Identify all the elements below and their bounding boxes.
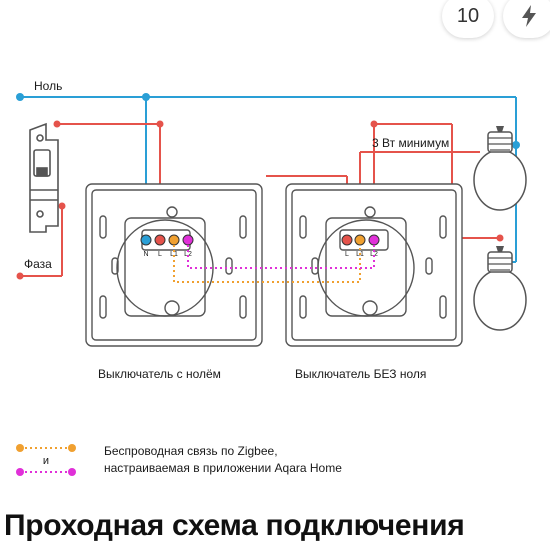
- legend-line-1: Беспроводная связь по Zigbee,: [104, 444, 278, 458]
- min-power-label: 3 Вт минимум: [372, 136, 449, 150]
- legend-line-2: настраиваемая в приложении Aqara Home: [104, 461, 342, 475]
- lamp-bottom-icon: [473, 246, 527, 331]
- count-button[interactable]: 10: [442, 0, 494, 38]
- flash-button[interactable]: [503, 0, 550, 38]
- switch1-terminal-l: L: [158, 251, 162, 258]
- neutral-label: Ноль: [34, 79, 62, 93]
- page-title: Проходная схема подключения: [4, 509, 465, 542]
- switch1-terminals: N L L1 L2: [140, 234, 194, 258]
- switch1-terminal-l2: L2: [184, 251, 192, 258]
- wiring-diagram: N L L1 L2 L L1 L2: [16, 79, 527, 476]
- top-toolbar: 10: [0, 0, 550, 40]
- lamp-top-icon: [473, 126, 527, 211]
- switch-with-neutral-caption: Выключатель с нолём: [98, 367, 221, 381]
- phase-label: Фаза: [24, 257, 52, 271]
- switch-without-neutral-caption: Выключатель БЕЗ ноля: [295, 367, 426, 381]
- phase-junctions: [16, 120, 504, 280]
- switch2-terminal-l: L: [345, 251, 349, 258]
- switch1-terminal-l1: L1: [170, 251, 178, 258]
- circuit-breaker: [29, 122, 59, 233]
- zigbee-legend: и Беспроводная связь по Zigbee, настраив…: [16, 444, 342, 476]
- zigbee-links: [173, 245, 375, 283]
- neutral-junctions: [16, 93, 520, 149]
- switch2-terminal-l2: L2: [370, 251, 378, 258]
- legend-connector: и: [43, 455, 49, 467]
- lightning-icon: [522, 5, 536, 27]
- switch1-terminal-n: N: [143, 251, 148, 258]
- count-value: 10: [456, 4, 480, 27]
